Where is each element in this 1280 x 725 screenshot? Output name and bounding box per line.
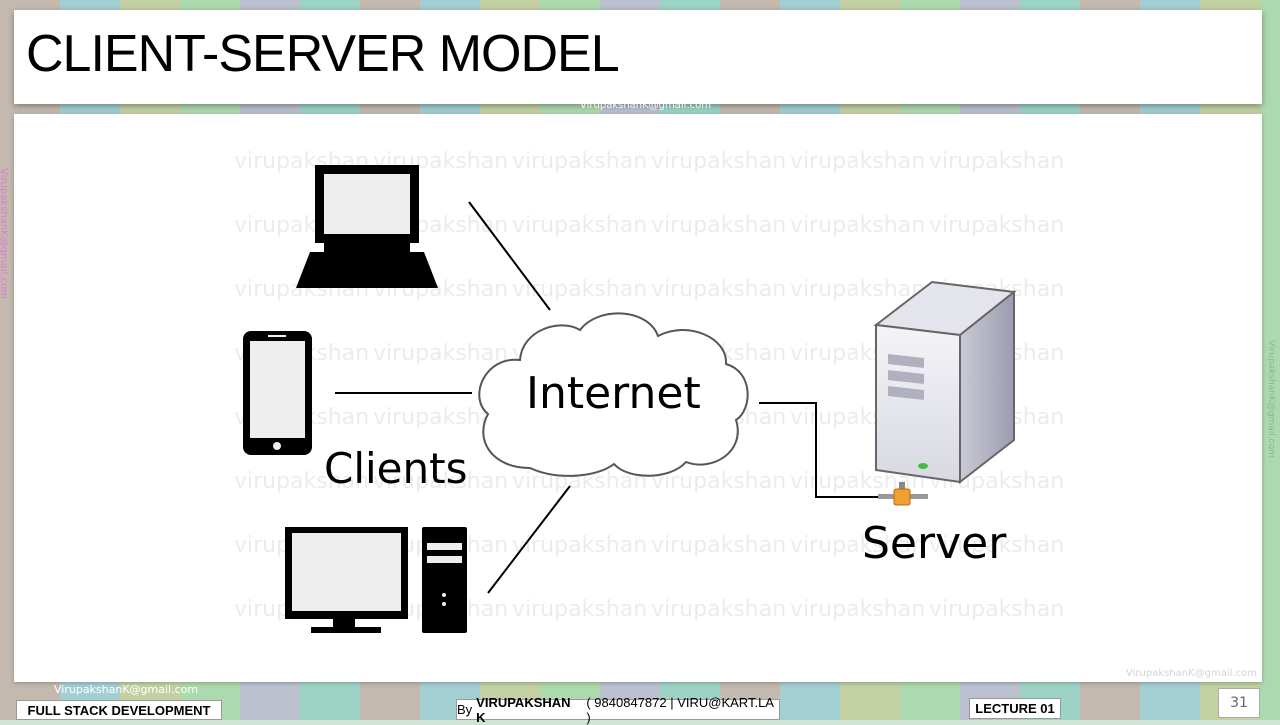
author-contact: ( 9840847872 | VIRU@KART.LA ) (586, 694, 774, 725)
page-title: CLIENT-SERVER MODEL (26, 25, 620, 83)
smartphone-icon (243, 331, 312, 455)
clients-label: Clients (324, 444, 468, 493)
desktop-computer-icon (285, 527, 467, 633)
server-tower-icon (873, 280, 1017, 506)
internet-label: Internet (526, 368, 701, 419)
course-badge: FULL STACK DEVELOPMENT (16, 700, 222, 720)
author-by: By (457, 702, 473, 717)
watermark-email-left: VirupakshanK@gmail.com (0, 168, 9, 299)
laptop-icon (296, 165, 438, 288)
author-name: VIRUPAKSHAN K (476, 694, 571, 725)
link-laptop-internet (468, 201, 551, 311)
cloud-icon (478, 312, 749, 477)
lecture-badge: LECTURE 01 (969, 698, 1061, 719)
watermark-email-top: VirupakshanK@gmail.com (580, 100, 711, 111)
link-desktop-internet (487, 485, 571, 594)
watermark-email-bottom-right: VirupakshanK@gmail.com (1126, 668, 1257, 679)
server-label: Server (862, 518, 1007, 569)
link-internet-server (759, 402, 882, 498)
title-bar: CLIENT-SERVER MODEL (14, 10, 1262, 104)
watermark-email-bottom-left: VirupakshanK@gmail.com (54, 683, 199, 696)
watermark-email-right: VirupakshanK@gmail.com (1266, 340, 1276, 458)
page-number: 31 (1218, 688, 1260, 718)
author-credit: By VIRUPAKSHAN K ( 9840847872 | VIRU@KAR… (456, 695, 780, 725)
